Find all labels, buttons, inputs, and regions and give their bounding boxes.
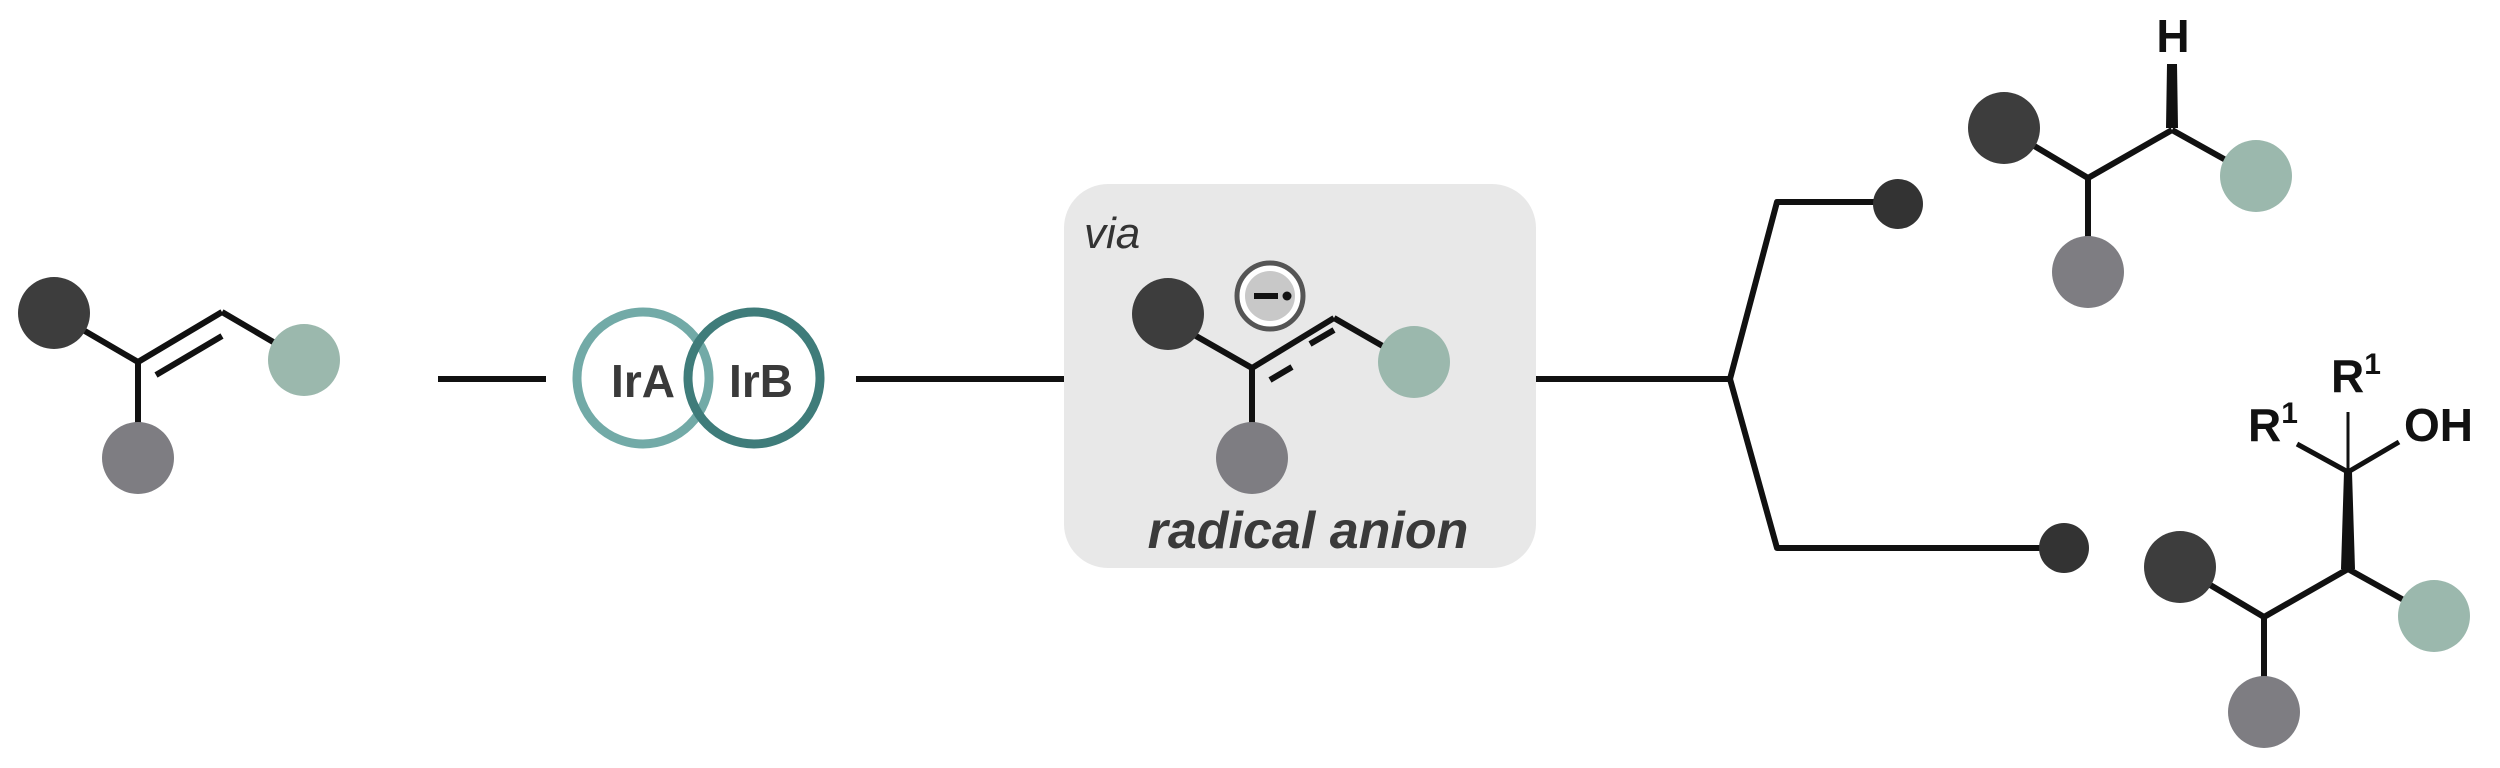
branch-connector	[1536, 179, 2089, 573]
delocalized-bond	[1250, 315, 1336, 371]
hydroxyl-label: OH	[2404, 399, 2473, 451]
r1-top-label: R1	[2331, 348, 2381, 402]
substituent-dark-ball	[1132, 278, 1204, 350]
bond	[2262, 566, 2350, 620]
wedge-bond	[2341, 472, 2355, 569]
intermediate-name: radical anion	[1148, 502, 1469, 560]
double-bond-inner	[154, 333, 224, 378]
ir-b-ring	[683, 307, 825, 449]
double-bond-outer	[136, 309, 224, 365]
product-alcohol: R1 R1 OH	[2144, 348, 2473, 748]
substituent-green-ball	[2220, 140, 2292, 212]
substituent-gray-ball	[102, 422, 174, 494]
product-hydrogenation: H	[1968, 10, 2292, 308]
substituent-dark-ball	[18, 277, 90, 349]
ir-a-ring	[572, 307, 714, 449]
upper-branch	[1727, 199, 1898, 380]
substituent-green-ball	[2398, 580, 2470, 652]
intermediate-background	[1064, 184, 1536, 568]
substituent-green-ball	[268, 324, 340, 396]
ir-a-label: IrA	[611, 355, 675, 407]
hydrogen-label: H	[2156, 10, 2189, 62]
dashed-bond-segment	[1308, 327, 1336, 347]
bond	[2346, 439, 2401, 475]
substituent-gray-ball	[1216, 422, 1288, 494]
starting-alkene	[18, 277, 340, 494]
bond	[2086, 127, 2174, 181]
intermediate-box: via radical anion	[1064, 184, 1536, 568]
r1-left-label: R1	[2248, 397, 2298, 451]
lower-branch	[1727, 378, 2060, 551]
via-label: via	[1084, 209, 1140, 258]
substituent-gray-ball	[2228, 676, 2300, 748]
substituent-green-ball	[1378, 326, 1450, 398]
branch-end-dot	[2039, 523, 2089, 573]
branch-end-dot	[1873, 179, 1923, 229]
ir-b-label: IrB	[729, 355, 793, 407]
dashed-bond-segment	[1268, 364, 1294, 383]
substituent-dark-ball	[2144, 531, 2216, 603]
radical-anion-charge-icon	[1234, 260, 1306, 332]
substituent-gray-ball	[2052, 236, 2124, 308]
wedge-bond	[2166, 64, 2178, 128]
bond	[2295, 441, 2350, 475]
substituent-dark-ball	[1968, 92, 2040, 164]
catalyst-pair: IrA IrB	[438, 307, 1068, 449]
